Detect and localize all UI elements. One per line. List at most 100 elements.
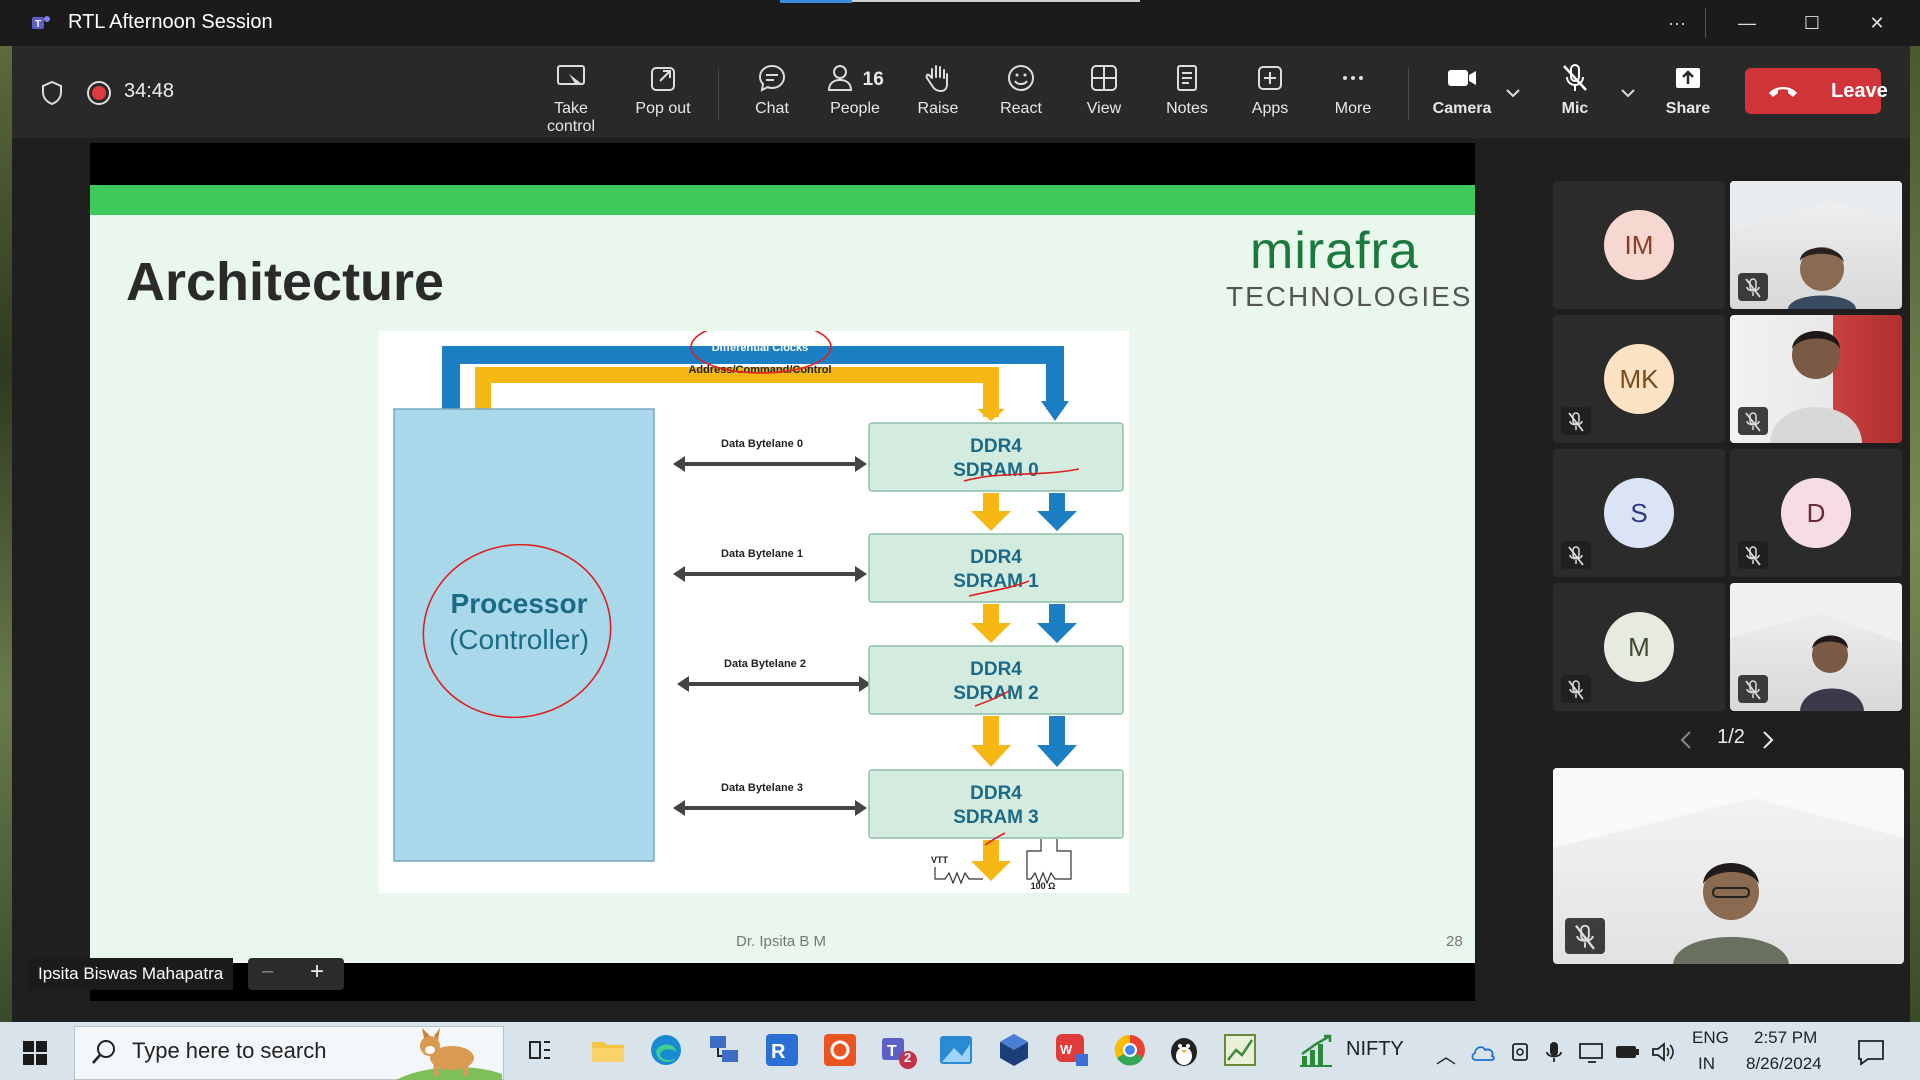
toolbar-divider — [718, 68, 719, 120]
mic-off-icon — [1568, 412, 1584, 432]
svg-text:R: R — [771, 1041, 786, 1063]
taskbar-app-ubuntu[interactable] — [820, 1030, 860, 1070]
participant-video-tile[interactable] — [1730, 181, 1902, 309]
window-more-button[interactable]: ··· — [1668, 13, 1686, 33]
participant-video — [1770, 331, 1862, 443]
taskbar-app-edge[interactable] — [646, 1030, 686, 1070]
raise-hand-icon — [925, 65, 948, 93]
vtt-resistor-icon — [934, 867, 983, 885]
react-button[interactable]: React — [981, 62, 1061, 118]
graph-app-icon — [1224, 1034, 1256, 1066]
battery-icon[interactable] — [1614, 1042, 1642, 1062]
view-button[interactable]: View — [1064, 62, 1144, 118]
volume-icon[interactable] — [1650, 1040, 1676, 1064]
microphone-tray-icon[interactable] — [1544, 1040, 1564, 1064]
mic-options-chevron-icon[interactable] — [1619, 86, 1637, 100]
apps-label: Apps — [1251, 100, 1289, 117]
participant-tile[interactable]: MK — [1553, 315, 1725, 443]
participant-tile[interactable]: IM — [1553, 181, 1725, 309]
gallery-next-icon[interactable] — [1758, 728, 1778, 752]
region-indicator[interactable]: IN — [1698, 1054, 1715, 1073]
share-label: Share — [1665, 100, 1711, 117]
participant-video-tile[interactable] — [1730, 315, 1902, 443]
self-view-tile[interactable] — [1553, 768, 1904, 964]
participant-video-tile[interactable] — [1730, 583, 1902, 711]
window-title: RTL Afternoon Session — [68, 11, 273, 33]
windows-start-icon[interactable] — [22, 1040, 48, 1066]
shared-slide[interactable]: Architecture mirafra TECHNOLOGIES Differ… — [90, 143, 1475, 1001]
slide-title: Architecture — [126, 252, 445, 312]
minimize-button[interactable]: — — [1738, 13, 1756, 33]
participant-tile[interactable]: D — [1730, 449, 1902, 577]
participant-video — [1730, 583, 1902, 711]
ddr4-architecture-diagram: Differential Clocks Address/Command/Cont… — [379, 331, 1129, 893]
desktop-wallpaper-right — [1910, 46, 1920, 1022]
recording-icon — [87, 81, 111, 105]
people-icon — [828, 65, 853, 91]
taskbar-app-teams[interactable]: T 2 — [878, 1030, 918, 1070]
termination-resistor-icon — [1026, 839, 1072, 885]
taskbar-app-photos[interactable] — [936, 1030, 976, 1070]
raise-hand-button[interactable]: Raise — [898, 62, 978, 118]
gallery-prev-icon[interactable] — [1676, 728, 1696, 752]
taskbar-app-virtualbox[interactable] — [994, 1030, 1034, 1070]
zoom-in-button[interactable]: + — [310, 958, 325, 985]
participant-tile[interactable]: S — [1553, 449, 1725, 577]
toolbar-divider — [1408, 68, 1409, 120]
edge-icon — [651, 1035, 681, 1065]
task-view-button[interactable] — [520, 1030, 560, 1070]
taskbar-app-graph[interactable] — [1220, 1030, 1260, 1070]
taskbar-app-network[interactable] — [704, 1030, 744, 1070]
dram-1-line1: DDR4 — [970, 547, 1022, 568]
more-icon — [1343, 76, 1363, 80]
taskbar-time[interactable]: 2:57 PM — [1754, 1028, 1818, 1047]
share-button[interactable]: Share — [1648, 62, 1728, 118]
more-button[interactable]: More — [1313, 62, 1393, 118]
camera-options-chevron-icon[interactable] — [1504, 86, 1522, 100]
muted-indicator — [1561, 541, 1591, 569]
taskbar-app-game[interactable] — [1164, 1030, 1204, 1070]
taskbar-date[interactable]: 8/26/2024 — [1746, 1054, 1822, 1073]
take-control-label: Take control — [546, 100, 596, 135]
taskbar-app-rx[interactable]: R — [762, 1030, 802, 1070]
network-tray-icon[interactable] — [1578, 1040, 1606, 1064]
close-button[interactable]: ✕ — [1869, 13, 1885, 33]
zoom-out-button[interactable]: – — [262, 960, 274, 982]
address-label: Address/Command/Control — [688, 364, 831, 376]
mic-button[interactable]: Mic — [1535, 62, 1615, 118]
take-control-button[interactable]: Take control — [531, 62, 611, 136]
people-button[interactable]: 16 People — [815, 62, 895, 118]
loading-indicator — [780, 0, 852, 3]
mic-off-icon — [1568, 680, 1584, 700]
notes-button[interactable]: Notes — [1147, 62, 1227, 118]
react-icon — [1008, 65, 1034, 91]
stock-ticker-label[interactable]: NIFTY — [1346, 1038, 1404, 1060]
raise-label: Raise — [917, 100, 959, 117]
participant-tile[interactable]: M — [1553, 583, 1725, 711]
taskbar-app-wps[interactable]: W — [1052, 1030, 1092, 1070]
camera-button[interactable]: Camera — [1422, 62, 1502, 118]
notifications-icon[interactable] — [1856, 1038, 1886, 1066]
apps-button[interactable]: Apps — [1230, 62, 1310, 118]
taskbar-app-chrome[interactable] — [1110, 1030, 1150, 1070]
address-arrow — [977, 409, 1005, 421]
tray-chevron-icon[interactable]: ︿ — [1436, 1046, 1456, 1068]
chat-button[interactable]: Chat — [732, 62, 812, 118]
language-indicator[interactable]: ENG — [1692, 1028, 1729, 1047]
search-icon — [92, 1040, 115, 1064]
slide-page-number: 28 — [1446, 933, 1463, 950]
dram-3: DDR4 SDRAM 3 — [868, 769, 1124, 839]
shield-icon[interactable] — [40, 80, 64, 106]
device-icon[interactable] — [1508, 1040, 1532, 1064]
taskbar-app-file-explorer[interactable] — [588, 1030, 628, 1070]
address-bus — [475, 367, 999, 417]
leave-button[interactable]: Leave — [1745, 68, 1888, 114]
maximize-button[interactable]: ☐ — [1803, 13, 1821, 33]
network-app-icon — [710, 1036, 738, 1062]
controller-label: (Controller) — [449, 624, 589, 655]
pop-out-button[interactable]: Pop out — [623, 62, 703, 118]
muted-indicator — [1738, 407, 1768, 435]
rx-app-icon: R — [766, 1034, 798, 1066]
onedrive-icon[interactable] — [1470, 1042, 1496, 1062]
muted-indicator — [1565, 918, 1605, 954]
